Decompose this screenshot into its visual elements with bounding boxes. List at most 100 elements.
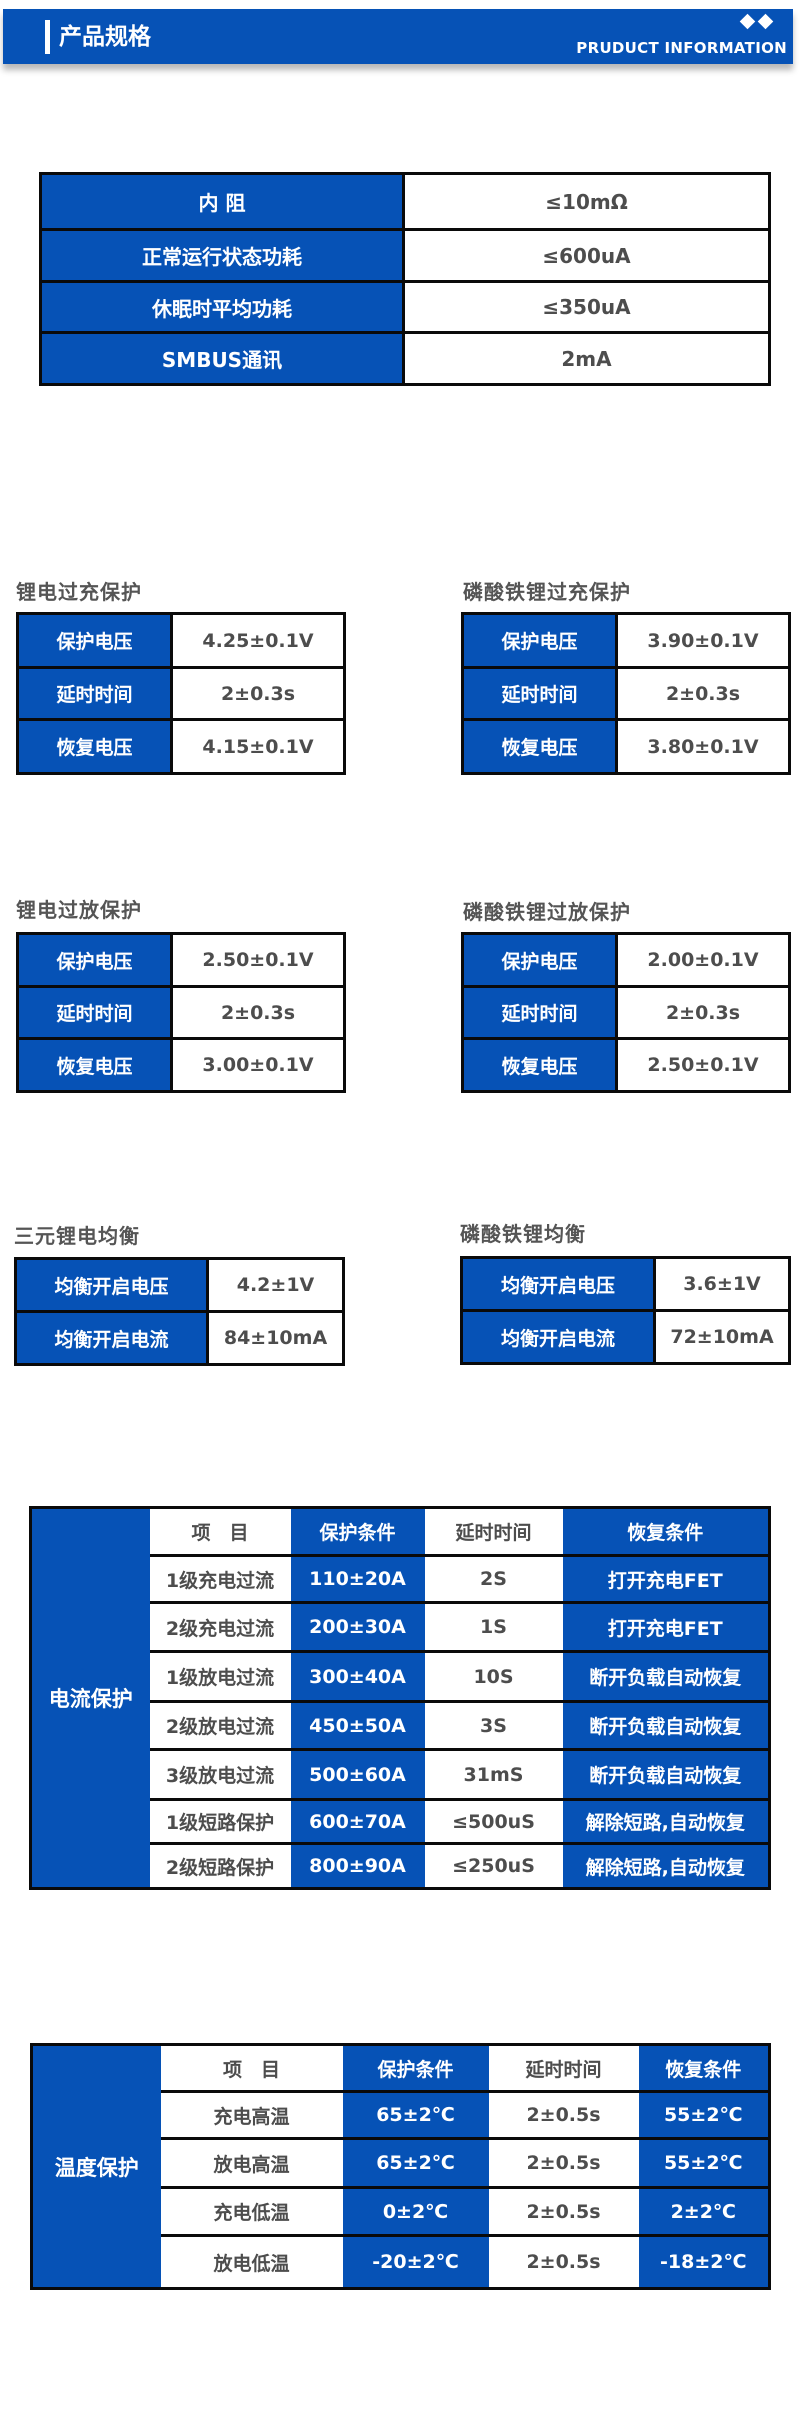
delay-cell: 10S — [424, 1650, 563, 1702]
item-cell: 1级充电过流 — [149, 1554, 291, 1603]
table-row: 2级充电过流 200±30A 1S 打开充电FET — [31, 1601, 770, 1652]
condition-cell: 450±50A — [290, 1700, 425, 1750]
table-row: 1级放电过流 300±40A 10S 断开负载自动恢复 — [31, 1650, 770, 1702]
param-value: 4.15±0.1V — [170, 718, 346, 775]
param-value: 2.00±0.1V — [615, 932, 791, 988]
spec-label: 内 阻 — [39, 172, 405, 231]
param-value: 4.2±1V — [206, 1257, 345, 1313]
param-label: 延时时间 — [16, 666, 173, 721]
table-row: 延时时间 2±0.3s — [461, 985, 791, 1040]
param-value: 72±10mA — [653, 1309, 791, 1365]
table-row: 保护电压 2.50±0.1V — [16, 932, 346, 988]
header-title: 产品规格 — [59, 24, 151, 50]
table-row: 保护电压 3.90±0.1V — [461, 612, 791, 669]
header-accent-bar — [45, 20, 50, 54]
param-label: 均衡开启电流 — [14, 1310, 209, 1366]
header-recovery: 恢复条件 — [638, 2044, 770, 2092]
header-diamonds — [739, 13, 774, 30]
li-overcharge-title: 锂电过充保护 — [16, 580, 142, 604]
spec-value: ≤600uA — [402, 228, 771, 283]
delay-cell: 31mS — [424, 1748, 563, 1800]
delay-cell: 2S — [424, 1554, 563, 1603]
table-row: 1级充电过流 110±20A 2S 打开充电FET — [31, 1554, 770, 1603]
item-cell: 3级放电过流 — [149, 1748, 291, 1800]
condition-cell: 300±40A — [290, 1650, 425, 1702]
delay-cell: 2±0.5s — [488, 2234, 639, 2289]
diamond-icon — [739, 13, 756, 30]
param-value: 2.50±0.1V — [615, 1037, 791, 1093]
param-label: 保护电压 — [461, 612, 618, 669]
lfp-overcharge-table: 保护电压 3.90±0.1V 延时时间 2±0.3s 恢复电压 3.80±0.1… — [461, 612, 791, 775]
param-value: 2±0.3s — [170, 666, 346, 721]
table-row: 正常运行状态功耗 ≤600uA — [39, 228, 771, 283]
item-cell: 充电高温 — [160, 2090, 343, 2139]
param-label: 恢复电压 — [461, 1037, 618, 1093]
param-label: 恢复电压 — [16, 1037, 173, 1093]
header-item: 项 目 — [149, 1507, 291, 1556]
current-protection-table: 电流保护 项 目 保护条件 延时时间 恢复条件 1级充电过流 110±20A 2… — [29, 1506, 771, 1890]
item-cell: 2级短路保护 — [149, 1842, 291, 1889]
condition-cell: -20±2℃ — [342, 2234, 489, 2289]
condition-cell: 200±30A — [290, 1601, 425, 1652]
table-row: 3级放电过流 500±60A 31mS 断开负载自动恢复 — [31, 1748, 770, 1800]
recovery-cell: 55±2℃ — [638, 2137, 770, 2188]
table-row: 保护电压 2.00±0.1V — [461, 932, 791, 988]
spec-value: ≤350uA — [402, 280, 771, 334]
item-cell: 充电低温 — [160, 2186, 343, 2236]
header-condition: 保护条件 — [342, 2044, 489, 2092]
param-label: 保护电压 — [461, 932, 618, 988]
param-label: 保护电压 — [16, 932, 173, 988]
category-label: 温度保护 — [31, 2044, 161, 2289]
spec-table: 内 阻 ≤10mΩ 正常运行状态功耗 ≤600uA 休眠时平均功耗 ≤350uA… — [39, 172, 771, 386]
li-overdischarge-title: 锂电过放保护 — [16, 898, 142, 922]
param-label: 延时时间 — [461, 666, 618, 721]
spec-value: ≤10mΩ — [402, 172, 771, 231]
delay-cell: 2±0.5s — [488, 2137, 639, 2188]
item-cell: 放电低温 — [160, 2234, 343, 2289]
recovery-cell: 打开充电FET — [562, 1601, 770, 1652]
param-label: 恢复电压 — [461, 718, 618, 775]
diamond-icon — [757, 13, 774, 30]
table-row: 2级放电过流 450±50A 3S 断开负载自动恢复 — [31, 1700, 770, 1750]
condition-cell: 600±70A — [290, 1798, 425, 1844]
section-header: 产品规格 PRUDUCT INFORMATION — [3, 9, 793, 64]
lfp-balance-table: 均衡开启电压 3.6±1V 均衡开启电流 72±10mA — [460, 1256, 791, 1365]
header-item: 项 目 — [160, 2044, 343, 2092]
lfp-overdischarge-table: 保护电压 2.00±0.1V 延时时间 2±0.3s 恢复电压 2.50±0.1… — [461, 932, 791, 1093]
header-subtitle: PRUDUCT INFORMATION — [576, 39, 787, 57]
table-row: 放电低温 -20±2℃ 2±0.5s -18±2℃ — [32, 2234, 770, 2289]
param-label: 均衡开启电流 — [460, 1309, 656, 1365]
param-value: 2±0.3s — [170, 985, 346, 1040]
condition-cell: 800±90A — [290, 1842, 425, 1889]
param-value: 3.80±0.1V — [615, 718, 791, 775]
lfp-overdischarge-title: 磷酸铁锂过放保护 — [463, 900, 631, 924]
lfp-balance-title: 磷酸铁锂均衡 — [460, 1222, 586, 1246]
spec-value: 2mA — [402, 331, 771, 386]
table-row: 恢复电压 3.00±0.1V — [16, 1037, 346, 1093]
item-cell: 2级充电过流 — [149, 1601, 291, 1652]
item-cell: 1级放电过流 — [149, 1650, 291, 1702]
param-label: 恢复电压 — [16, 718, 173, 775]
table-row: 保护电压 4.25±0.1V — [16, 612, 346, 669]
table-row: 延时时间 2±0.3s — [461, 666, 791, 721]
param-value: 3.90±0.1V — [615, 612, 791, 669]
table-header-row: 温度保护 项 目 保护条件 延时时间 恢复条件 — [31, 2044, 770, 2289]
table-row: 均衡开启电流 84±10mA — [14, 1310, 345, 1366]
param-value: 3.6±1V — [653, 1256, 791, 1312]
item-cell: 2级放电过流 — [149, 1700, 291, 1750]
param-value: 3.00±0.1V — [170, 1037, 346, 1093]
recovery-cell: 断开负载自动恢复 — [562, 1748, 770, 1800]
param-label: 延时时间 — [461, 985, 618, 1040]
spec-label: 休眠时平均功耗 — [39, 280, 405, 334]
recovery-cell: 断开负载自动恢复 — [562, 1700, 770, 1750]
table-row: 延时时间 2±0.3s — [16, 666, 346, 721]
table-row: 均衡开启电流 72±10mA — [460, 1309, 791, 1365]
condition-cell: 110±20A — [290, 1554, 425, 1603]
param-value: 4.25±0.1V — [170, 612, 346, 669]
li-overcharge-table: 保护电压 4.25±0.1V 延时时间 2±0.3s 恢复电压 4.15±0.1… — [16, 612, 346, 775]
condition-cell: 65±2℃ — [342, 2090, 489, 2139]
table-row: 放电高温 65±2℃ 2±0.5s 55±2℃ — [32, 2137, 770, 2188]
table-row: 休眠时平均功耗 ≤350uA — [39, 280, 771, 334]
recovery-cell: 解除短路,自动恢复 — [562, 1798, 770, 1844]
delay-cell: 2±0.5s — [488, 2090, 639, 2139]
